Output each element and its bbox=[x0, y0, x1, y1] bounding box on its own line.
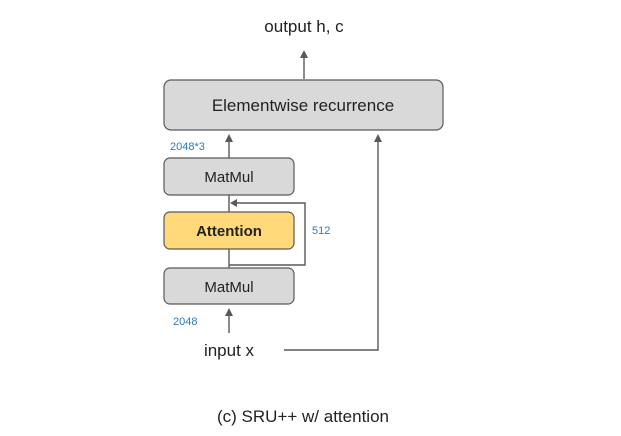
matmul-top-label: MatMul bbox=[204, 169, 253, 186]
dim-label-attention: 512 bbox=[312, 225, 330, 237]
recurrence-box bbox=[163, 79, 444, 131]
arrowhead-output bbox=[300, 50, 308, 58]
attention-skip-connection bbox=[229, 202, 306, 266]
arrowhead-skip bbox=[230, 199, 237, 207]
output-label: output h, c bbox=[264, 17, 344, 36]
input-highway-connection bbox=[284, 142, 379, 351]
input-label: input x bbox=[204, 341, 255, 360]
matmul-bottom-box bbox=[163, 267, 295, 305]
dim-label-top: 2048*3 bbox=[170, 141, 205, 153]
diagram-caption: (c) SRU++ w/ attention bbox=[217, 407, 389, 426]
dim-label-bottom: 2048 bbox=[173, 316, 197, 328]
recurrence-label: Elementwise recurrence bbox=[212, 96, 394, 115]
attention-label: Attention bbox=[196, 223, 262, 240]
arrowhead-recurrence-right bbox=[374, 134, 382, 142]
arrowhead-recurrence-left bbox=[225, 134, 233, 142]
arrowhead-matmul-bottom bbox=[225, 308, 233, 316]
matmul-bottom-label: MatMul bbox=[204, 279, 253, 296]
